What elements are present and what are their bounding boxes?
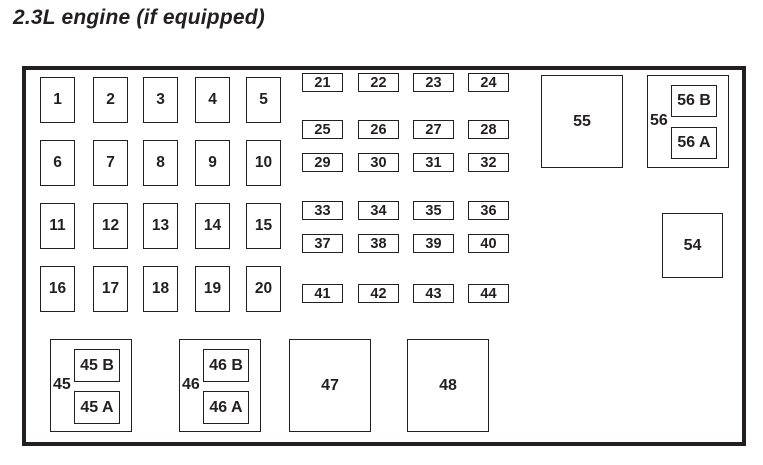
relay-48: 48 [407,339,489,432]
fuse-panel [22,66,746,446]
fuse-38: 38 [358,234,399,253]
fuse-25: 25 [302,120,343,139]
fuse-23: 23 [413,73,454,92]
fuse-31: 31 [413,153,454,172]
relay-56b: 56 B [671,85,717,117]
relay-54: 54 [662,213,723,278]
fuse-36: 36 [468,201,509,220]
fuse-6: 6 [40,140,75,186]
relay-46-label: 46 [182,376,200,393]
fuse-30: 30 [358,153,399,172]
fuse-19: 19 [195,266,230,312]
fuse-28: 28 [468,120,509,139]
fuse-40: 40 [468,234,509,253]
fuse-27: 27 [413,120,454,139]
fuse-13: 13 [143,203,178,249]
fuse-29: 29 [302,153,343,172]
fuse-2: 2 [93,77,128,123]
fuse-42: 42 [358,284,399,303]
fuse-16: 16 [40,266,75,312]
fuse-7: 7 [93,140,128,186]
fuse-4: 4 [195,77,230,123]
relay-46b: 46 B [203,349,249,382]
fuse-26: 26 [358,120,399,139]
fuse-10: 10 [246,140,281,186]
fuse-41: 41 [302,284,343,303]
relay-45-label: 45 [53,376,71,393]
relay-46a: 46 A [203,391,249,424]
fuse-17: 17 [93,266,128,312]
fuse-22: 22 [358,73,399,92]
relay-45b: 45 B [74,349,120,382]
fuse-8: 8 [143,140,178,186]
fuse-5: 5 [246,77,281,123]
fuse-39: 39 [413,234,454,253]
fuse-20: 20 [246,266,281,312]
fuse-12: 12 [93,203,128,249]
fuse-21: 21 [302,73,343,92]
fuse-1: 1 [40,77,75,123]
relay-56-label: 56 [650,112,668,129]
relay-47: 47 [289,339,371,432]
fuse-33: 33 [302,201,343,220]
fuse-32: 32 [468,153,509,172]
relay-45a: 45 A [74,391,120,424]
relay-55: 55 [541,75,623,168]
fuse-37: 37 [302,234,343,253]
fuse-14: 14 [195,203,230,249]
fuse-3: 3 [143,77,178,123]
diagram-title: 2.3L engine (if equipped) [13,6,265,29]
fuse-9: 9 [195,140,230,186]
fuse-15: 15 [246,203,281,249]
fuse-18: 18 [143,266,178,312]
relay-56a: 56 A [671,127,717,159]
fuse-35: 35 [413,201,454,220]
fuse-24: 24 [468,73,509,92]
fuse-11: 11 [40,203,75,249]
fuse-43: 43 [413,284,454,303]
fuse-44: 44 [468,284,509,303]
fuse-34: 34 [358,201,399,220]
